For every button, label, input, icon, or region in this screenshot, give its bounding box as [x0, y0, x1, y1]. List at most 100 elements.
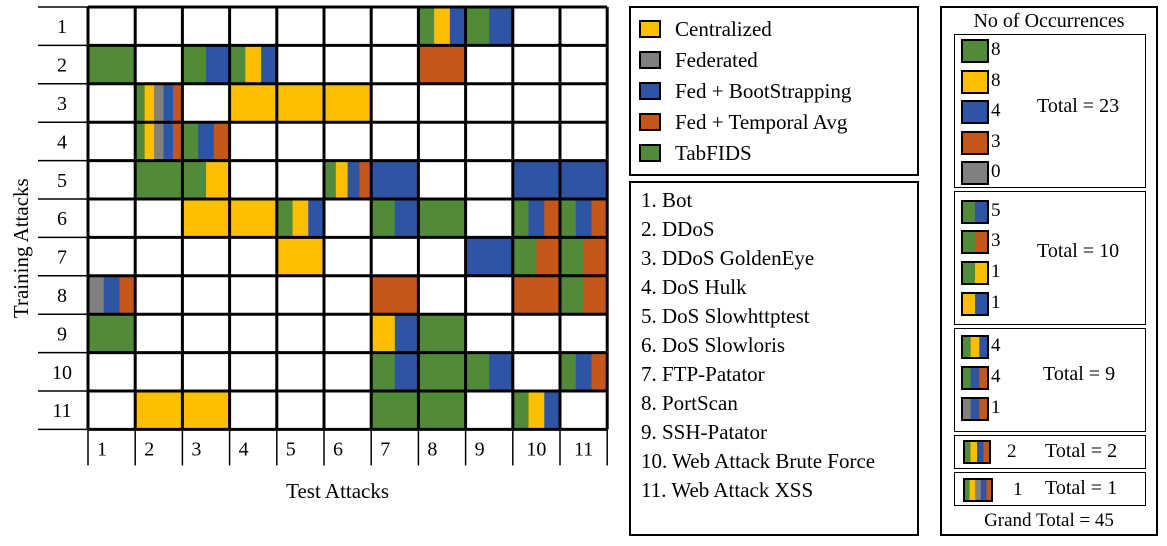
heatmap-cell-stripe	[135, 83, 146, 123]
occurrence-count: 3	[991, 131, 1001, 152]
heatmap-cell-stripe	[229, 45, 246, 84]
heatmap-cell-stripe	[324, 160, 337, 199]
x-tick-label: 5	[286, 438, 296, 460]
x-tick-label: 9	[475, 438, 485, 460]
heatmap-cell-stripe	[449, 7, 466, 46]
occurrence-count: 4	[991, 366, 1001, 387]
heatmap-cell-stripe	[583, 237, 608, 276]
heatmap-cell-stripe	[583, 275, 608, 315]
x-axis-title: Test Attacks	[286, 479, 389, 503]
heatmap-cell-stripe	[308, 199, 325, 238]
y-tick-label: 10	[52, 362, 72, 384]
heatmap-cell-stripe	[418, 352, 466, 391]
heatmap-cell-stripe	[119, 275, 136, 315]
heatmap-cell-stripe	[528, 391, 545, 430]
heatmap-cell-stripe	[172, 122, 183, 161]
heatmap-cell-stripe	[434, 7, 451, 46]
heatmap-cell-stripe	[560, 275, 584, 315]
heatmap-cell-stripe	[371, 160, 419, 199]
heatmap-cell-stripe	[292, 199, 309, 238]
occurrence-group-4: 2 Total = 2	[954, 435, 1146, 469]
legend-label: TabFIDS	[675, 140, 752, 165]
heatmap-cell-stripe	[144, 122, 155, 161]
heatmap-cell-stripe	[418, 391, 466, 430]
group-total: Total = 2	[1045, 440, 1118, 462]
heatmap-cell-stripe	[182, 122, 199, 161]
heatmap-cell-stripe	[418, 7, 435, 46]
heatmap-cell-stripe	[536, 237, 561, 276]
heatmap-cell-stripe	[198, 122, 215, 161]
attack-item: 2. DDoS	[641, 217, 715, 241]
heatmap-cell-stripe	[591, 352, 608, 391]
attack-item: 7. FTP-Patator	[641, 362, 765, 386]
heatmap-cell-stripe	[163, 83, 174, 123]
federated-swatch	[639, 51, 661, 69]
x-tick-label: 10	[526, 438, 546, 460]
x-tick-label: 1	[97, 438, 107, 460]
heatmap-cell-stripe	[544, 391, 561, 430]
occurrences-title: No of Occurrences	[973, 10, 1125, 32]
heatmap-cell-stripe	[512, 199, 529, 238]
occurrence-count: 1	[991, 397, 1001, 418]
occurrence-count: 1	[1013, 479, 1023, 500]
y-tick-label: 5	[57, 170, 67, 192]
tabfids-swatch	[639, 144, 661, 162]
heatmap-cell-stripe	[371, 352, 396, 391]
heatmap-cell-stripe	[276, 199, 293, 238]
occurrence-count: 2	[1007, 441, 1017, 462]
y-axis-title: Training Attacks	[9, 178, 33, 318]
heatmap-cell-stripe	[182, 160, 207, 199]
heatmap-cell-stripe	[335, 160, 348, 199]
heatmap-cell-stripe	[575, 199, 592, 238]
heatmap-cell-stripe	[276, 237, 325, 276]
x-tick-label: 11	[574, 438, 593, 460]
heatmap-cell-stripe	[88, 314, 136, 353]
heatmap-cell-stripe	[182, 45, 207, 84]
group-total: Total = 9	[1043, 363, 1116, 385]
heatmap-cell-stripe	[88, 45, 136, 84]
attack-item: 9. SSH-Patator	[641, 420, 767, 444]
heatmap-cell-stripe	[544, 199, 561, 238]
heatmap-cell-stripe	[560, 160, 608, 199]
heatmap-cell-stripe	[144, 83, 155, 123]
y-tick-label: 4	[57, 131, 67, 153]
heatmap-cell-stripe	[512, 237, 537, 276]
heatmap-cell-stripe	[213, 122, 230, 161]
x-tick-label: 6	[333, 438, 343, 460]
x-tick-label: 7	[380, 438, 390, 460]
y-tick-label: 8	[57, 285, 67, 307]
occurrence-group-3: 4 4 1 Total = 9	[954, 328, 1146, 432]
heatmap-cell-stripe	[560, 199, 577, 238]
heatmap-cell-stripe	[206, 45, 230, 84]
heatmap-cell-stripe	[528, 199, 545, 238]
legend-label: Centralized	[675, 16, 772, 41]
heatmap-cell-stripe	[347, 160, 360, 199]
heatmap-cell-stripe	[206, 160, 230, 199]
heatmap-cell-stripe	[324, 83, 372, 123]
y-tick-label: 9	[57, 323, 67, 345]
y-tick-label: 7	[57, 247, 67, 269]
attack-item: 1. Bot	[641, 188, 693, 212]
occurrences-panel: No of Occurrences 8 8 4 3 0 Total = 23 5…	[940, 6, 1158, 536]
heatmap-cell-stripe	[591, 199, 608, 238]
heatmap-cell-stripe	[135, 160, 183, 199]
occurrence-count: 3	[991, 230, 1001, 251]
occurrence-count: 8	[991, 70, 1001, 91]
heatmap-cell-stripe	[172, 83, 183, 123]
x-tick-label: 3	[191, 438, 201, 460]
heatmap-cell-stripe	[154, 83, 164, 123]
occurrence-count: 8	[991, 39, 1001, 60]
heatmap-cell-stripe	[418, 314, 466, 353]
heatmap-cell-stripe	[261, 45, 278, 84]
heatmap-cell-stripe	[88, 275, 105, 315]
heatmap-cell-stripe	[182, 391, 230, 430]
y-tick-label: 3	[57, 93, 67, 115]
attack-item: 10. Web Attack Brute Force	[641, 449, 876, 473]
heatmap-cell-stripe	[560, 237, 584, 276]
occurrence-count: 4	[991, 100, 1001, 121]
attack-item: 11. Web Attack XSS	[641, 478, 814, 502]
occurrence-count: 1	[991, 292, 1001, 313]
y-tick-label: 6	[57, 208, 67, 230]
heatmap-cell-stripe	[135, 122, 146, 161]
